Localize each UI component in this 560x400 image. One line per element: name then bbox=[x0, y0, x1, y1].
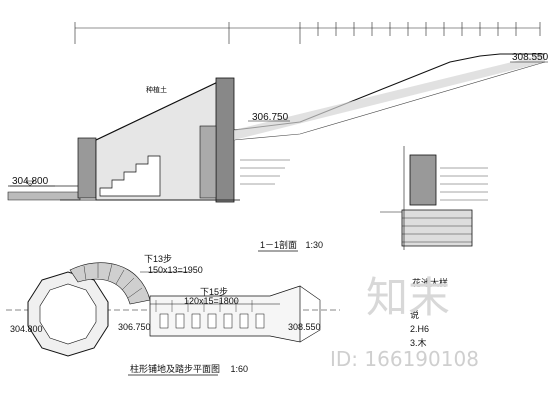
elev-top: 308.550 bbox=[512, 52, 549, 63]
center-wall bbox=[215, 77, 235, 203]
note-line-1: 2.H6 bbox=[410, 324, 429, 334]
plan-elev-left: 304.800 bbox=[10, 324, 43, 334]
left-wall bbox=[77, 137, 97, 199]
steps15-label: 下15步 bbox=[200, 287, 228, 297]
steps13-dim: 150x13=1950 bbox=[148, 265, 203, 275]
note-line-2: 3.木 bbox=[410, 337, 427, 348]
plan-title: 柱形铺地及踏步平面图 1:60 bbox=[130, 363, 248, 374]
top-dimension-chain bbox=[74, 22, 541, 44]
ground-hatch-left bbox=[7, 191, 81, 201]
watermark-logo: 知末 bbox=[366, 273, 450, 322]
leader-notes bbox=[240, 159, 290, 185]
section-title: 1－1剖面 1:30 bbox=[260, 239, 323, 250]
plan-elev-mid: 306.750 bbox=[118, 322, 151, 332]
elev-mid: 306.750 bbox=[252, 112, 289, 123]
steps15-dim: 120x15=1800 bbox=[184, 296, 239, 306]
plan-elev-right: 308.550 bbox=[288, 322, 321, 332]
lower-steps bbox=[99, 155, 161, 197]
detail-title: 花池大样 bbox=[412, 277, 448, 288]
plan-view bbox=[6, 262, 340, 357]
steps13-label: 下13步 bbox=[144, 254, 172, 264]
planter-detail bbox=[380, 146, 488, 250]
plant-soil-label: 种植土 bbox=[146, 85, 167, 94]
note-head: 说 bbox=[410, 309, 419, 320]
section-1-1 bbox=[7, 53, 548, 203]
elev-left: 304.800 bbox=[12, 176, 49, 187]
watermark-id: ID: 166190108 bbox=[330, 347, 479, 371]
